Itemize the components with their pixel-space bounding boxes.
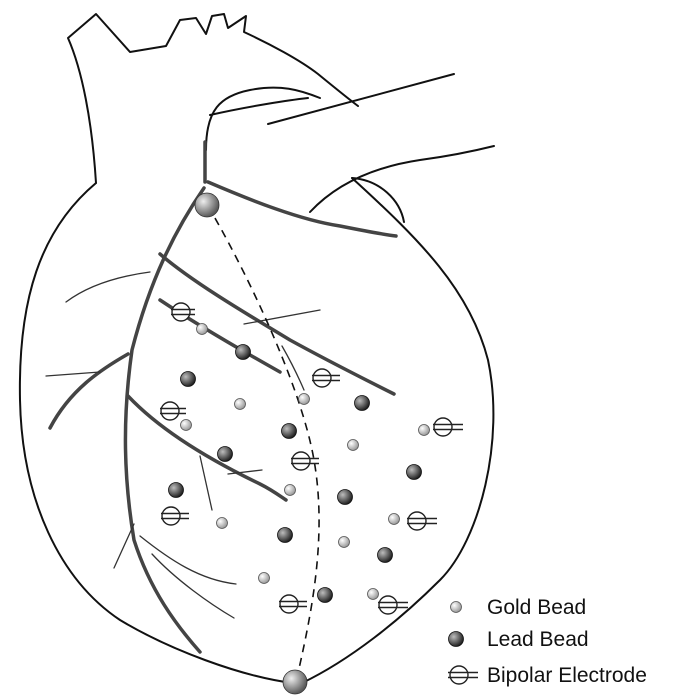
lead-bead <box>355 396 370 411</box>
legend-gold-swatch <box>451 602 462 613</box>
branch-center-1 <box>244 310 320 324</box>
lead-bead <box>218 447 233 462</box>
anchor-bead-top <box>195 193 219 217</box>
lead-bead <box>318 588 333 603</box>
anchor-beads <box>195 193 307 694</box>
heart-outline <box>20 14 494 683</box>
gold-bead <box>197 324 208 335</box>
aorta-outline <box>68 14 358 183</box>
lead-bead <box>378 548 393 563</box>
legend-lead-label: Lead Bead <box>487 628 589 651</box>
gold-bead <box>299 394 310 405</box>
legend-lead-swatch <box>449 632 464 647</box>
lead-bead <box>181 372 196 387</box>
bipolar-electrode <box>407 512 437 530</box>
branch-lower-3 <box>152 554 234 618</box>
pulmonary-trunk <box>310 146 494 212</box>
bipolar-electrode <box>378 596 408 614</box>
vessel-marginal <box>50 354 128 428</box>
gold-bead <box>348 440 359 451</box>
bipolar-electrode <box>161 507 189 525</box>
branch-lower-2 <box>140 536 236 584</box>
bipolar-electrode <box>279 595 307 613</box>
branch-lower-1 <box>114 524 134 568</box>
branch-upper-left <box>66 272 150 302</box>
legend-electrode-swatch <box>448 666 478 684</box>
vessel-diagonal-3 <box>128 396 286 500</box>
branch-center-4 <box>200 456 212 510</box>
bipolar-electrode <box>433 418 463 436</box>
branch-left-mid <box>46 372 100 376</box>
gold-bead <box>339 537 350 548</box>
lead-bead <box>169 483 184 498</box>
legend-gold-label: Gold Bead <box>487 596 586 619</box>
coronary-vessels <box>50 142 396 652</box>
gold-bead <box>389 514 400 525</box>
lead-beads <box>169 345 422 603</box>
legend: Gold Bead Lead Bead Bipolar Electrode <box>448 596 647 687</box>
gold-bead <box>259 573 270 584</box>
legend-electrode-label: Bipolar Electrode <box>487 664 647 687</box>
gold-bead <box>285 485 296 496</box>
septum-dashed-line <box>208 206 319 682</box>
gold-bead <box>368 589 379 600</box>
gold-bead <box>235 399 246 410</box>
thin-branches <box>46 272 320 618</box>
bipolar-electrode <box>160 402 186 420</box>
aortic-arch <box>206 88 320 150</box>
lead-bead <box>236 345 251 360</box>
lead-bead <box>282 424 297 439</box>
bipolar-electrode <box>312 369 340 387</box>
lead-bead <box>338 490 353 505</box>
gold-bead <box>217 518 228 529</box>
gold-bead <box>181 420 192 431</box>
anchor-bead-bottom <box>283 670 307 694</box>
lead-bead <box>407 465 422 480</box>
vessel-circumflex <box>208 182 396 236</box>
right-atrium-outline <box>20 183 292 683</box>
lead-bead <box>278 528 293 543</box>
gold-bead <box>419 425 430 436</box>
